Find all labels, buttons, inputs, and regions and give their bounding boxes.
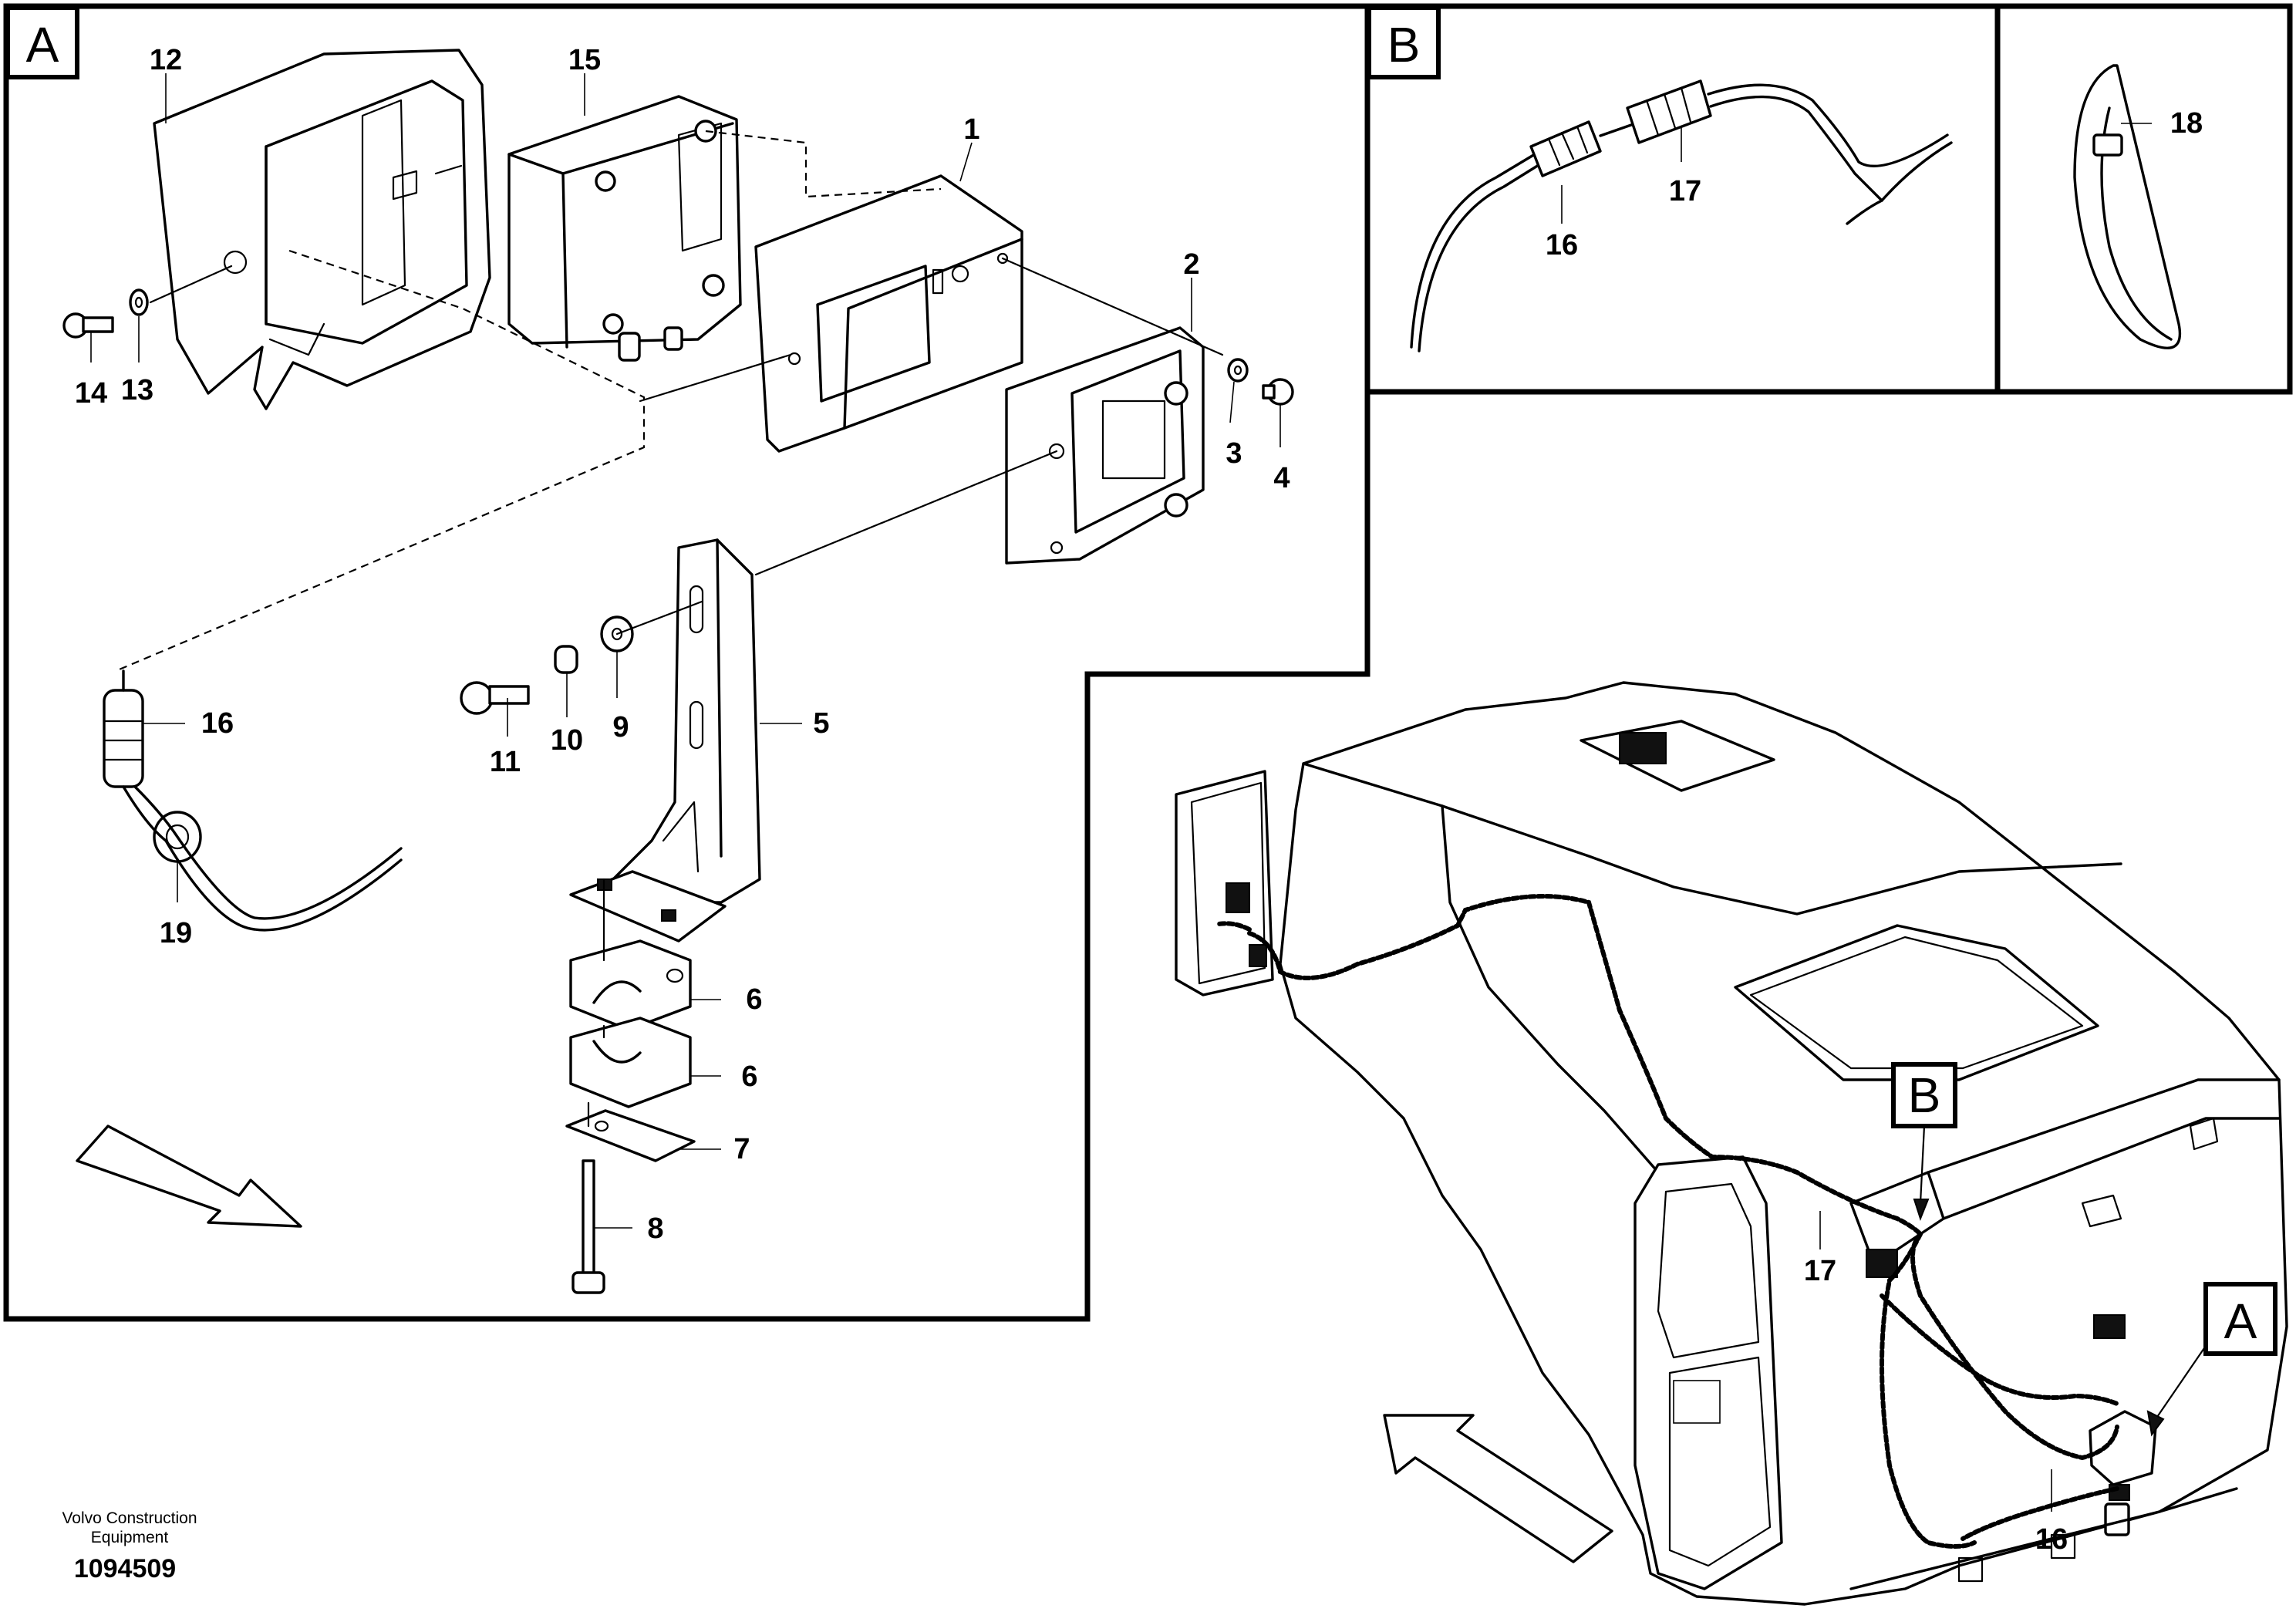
connector-pair-detail xyxy=(1410,79,1953,352)
callout-7: 7 xyxy=(733,1133,750,1165)
long-bolt-part-8 xyxy=(571,1159,605,1294)
connector-part-16-detail xyxy=(1529,120,1602,177)
panel-B-leaders xyxy=(1561,123,2152,224)
washer-part-13 xyxy=(129,288,149,316)
bolt-part-4 xyxy=(1262,378,1294,406)
clamp-half-part-6b xyxy=(569,1017,692,1108)
callout-19: 19 xyxy=(160,917,192,949)
callout-14: 14 xyxy=(75,377,107,410)
clamp-half-part-6a xyxy=(569,939,692,1031)
svg-text:A: A xyxy=(26,17,59,73)
callout-16a: 16 xyxy=(201,707,234,740)
cover-part-12 xyxy=(153,49,491,410)
wiring-harness xyxy=(1216,894,2119,1549)
lower-plate-part-7 xyxy=(565,1109,696,1162)
support-post-part-5 xyxy=(608,538,761,904)
svg-text:B: B xyxy=(1908,1067,1941,1123)
callout-3: 3 xyxy=(1226,437,1242,470)
callout-16b: 16 xyxy=(1546,229,1578,261)
callout-1: 1 xyxy=(963,113,979,146)
washer-part-3 xyxy=(1227,358,1249,383)
direction-arrow-icon xyxy=(76,1125,302,1228)
callout-11: 11 xyxy=(490,746,521,778)
control-unit-part-15 xyxy=(507,95,742,362)
callout-15: 15 xyxy=(568,44,601,76)
spacer-part-10 xyxy=(554,645,578,674)
cab-overview xyxy=(1175,681,2288,1606)
company-name-line1: Volvo Construction xyxy=(62,1509,197,1527)
cable-segment xyxy=(133,785,403,920)
callout-10: 10 xyxy=(551,724,583,757)
callout-18: 18 xyxy=(2170,107,2203,140)
callout-9: 9 xyxy=(612,711,629,744)
company-name-line2: Equipment xyxy=(91,1529,169,1546)
callout-numbers: 12 15 1 2 3 4 5 6 6 7 8 9 10 11 13 14 16… xyxy=(75,44,2203,1556)
callout-leaders xyxy=(90,73,1281,1229)
overview-B-marker: B xyxy=(1891,1062,1957,1221)
callout-12: 12 xyxy=(150,44,182,76)
footer: Volvo Construction Equipment 1094509 xyxy=(62,1509,197,1583)
callout-6b: 6 xyxy=(741,1061,757,1093)
mount-plate-part-2 xyxy=(1005,326,1205,565)
connector-part-16 xyxy=(103,669,144,788)
callout-16c: 16 xyxy=(2035,1523,2068,1556)
callout-6a: 6 xyxy=(746,983,762,1016)
overview-leaders xyxy=(1819,1211,2052,1512)
callout-17b: 17 xyxy=(1804,1255,1836,1287)
bracket-part-1 xyxy=(754,174,1023,453)
callout-4: 4 xyxy=(1273,462,1290,494)
svg-text:B: B xyxy=(1387,17,1421,73)
callout-5: 5 xyxy=(813,707,829,740)
cable-tie-part-18 xyxy=(2073,64,2181,349)
overview-direction-arrow-icon xyxy=(1383,1414,1613,1563)
svg-text:A: A xyxy=(2224,1293,2257,1349)
callout-2: 2 xyxy=(1183,248,1199,281)
bolt-part-11 xyxy=(460,681,530,715)
cable-segment xyxy=(122,785,403,932)
bolt-part-14 xyxy=(62,312,114,339)
callout-13: 13 xyxy=(121,374,153,406)
drawing-number: 1094509 xyxy=(74,1554,176,1583)
assembly-lines xyxy=(115,130,1224,1128)
section-A-label: A xyxy=(5,5,79,79)
connector-part-17-detail xyxy=(1626,79,1712,144)
section-B-label: B xyxy=(1367,5,1441,79)
overview-A-marker: A xyxy=(2146,1282,2277,1437)
callout-8: 8 xyxy=(647,1212,663,1245)
callout-17a: 17 xyxy=(1669,175,1701,207)
